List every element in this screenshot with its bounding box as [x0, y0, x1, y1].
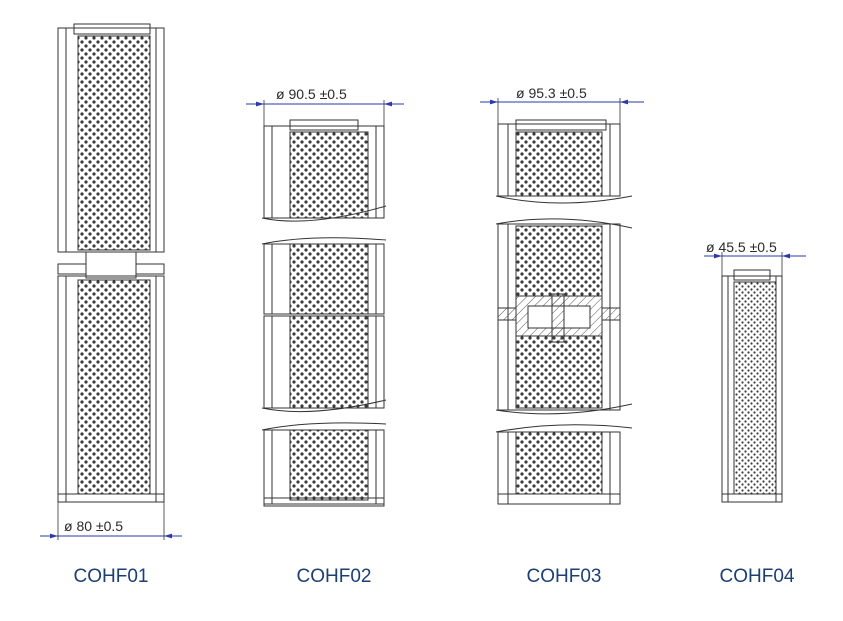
cohf03-dimension-text: ø 95.3 ±0.5: [516, 85, 587, 101]
model-label-cohf04: COHF04: [719, 566, 795, 587]
filter-cohf04-drawing: [721, 269, 783, 503]
filter-cohf01-drawing: [57, 23, 165, 503]
model-label-cohf03: COHF03: [526, 566, 602, 587]
cohf03-dimension-line: [480, 98, 644, 124]
cohf01-dimension-line: [40, 502, 182, 540]
cohf01-dimension-text: ø 80 ±0.5: [64, 518, 123, 534]
cohf02-dimension-text: ø 90.5 ±0.5: [276, 86, 347, 102]
cohf04-dimension-text: ø 45.5 ±0.5: [706, 239, 777, 255]
model-label-cohf01: COHF01: [73, 566, 149, 587]
filter-cohf03-drawing: [495, 119, 633, 505]
model-label-cohf02: COHF02: [296, 566, 372, 587]
cohf04-dimension-line: [704, 252, 806, 276]
filter-cohf02-drawing: [261, 119, 387, 507]
cohf02-dimension-line: [246, 100, 404, 126]
